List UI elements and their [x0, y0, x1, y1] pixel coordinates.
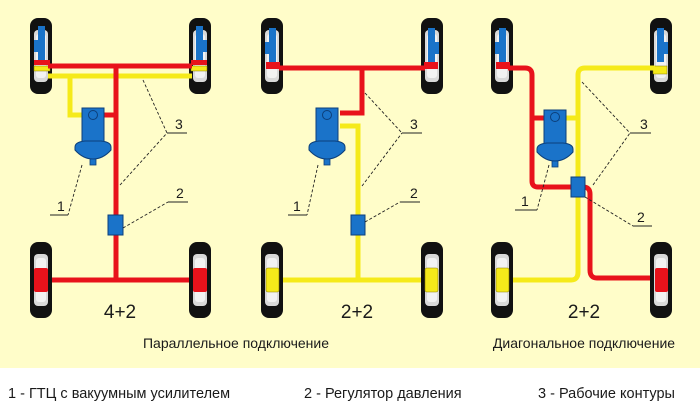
rear-left-brake [495, 267, 510, 293]
callout-1-label: 1 [521, 193, 529, 209]
yellow-circuit-diagonal [508, 65, 655, 283]
red-circuit-branch [340, 68, 365, 116]
scheme-parallel-4-2: 3 1 2 4+2 [30, 18, 211, 323]
caption-parallel: Параллельное подключение [143, 335, 329, 351]
legend-item-working-circuits: 3 - Рабочие контуры [538, 386, 675, 402]
pressure-regulator [570, 176, 586, 198]
front-left-brake-disc [269, 28, 276, 62]
brake-circuit-diagram: 3 1 2 4+2 3 [0, 0, 700, 368]
rear-right-brake [655, 268, 668, 292]
scheme-ratio-label: 4+2 [104, 302, 136, 323]
red-circuit-diagonal [508, 65, 658, 281]
rear-left-brake [34, 268, 48, 292]
scheme-ratio-label: 2+2 [341, 302, 373, 323]
callout-3-label: 3 [640, 116, 648, 132]
front-right-brake-disc [428, 28, 435, 62]
scheme-parallel-2-2: 3 1 2 2+2 [261, 18, 443, 323]
front-right-brake-disc [196, 26, 203, 60]
legend-item-master-cylinder: 1 - ГТЦ с вакуумным усилителем [8, 386, 231, 402]
caption-diagonal: Диагональное подключение [493, 335, 675, 351]
legend-item-pressure-regulator: 2 - Регулятор давления [304, 386, 462, 402]
pressure-regulator [107, 214, 124, 236]
callout-3-label: 3 [410, 116, 418, 132]
scheme-diagonal-2-2: 3 1 2 2+2 [491, 18, 672, 323]
front-right-brake-disc [657, 28, 664, 62]
front-left-brake-disc [38, 26, 45, 60]
callout-1-label: 1 [57, 198, 65, 214]
pressure-regulator [350, 214, 366, 236]
rear-right-brake [424, 267, 439, 293]
callout-1-label: 1 [293, 198, 301, 214]
callout-3-label: 3 [175, 116, 183, 132]
rear-left-brake [265, 267, 280, 293]
scheme-ratio-label: 2+2 [568, 302, 600, 323]
callout-2-label: 2 [637, 209, 645, 225]
callout-2-label: 2 [410, 185, 418, 201]
callout-2-label: 2 [176, 185, 184, 201]
front-left-brake-disc [499, 28, 506, 62]
rear-right-brake [193, 268, 207, 292]
master-cylinder [308, 107, 346, 166]
